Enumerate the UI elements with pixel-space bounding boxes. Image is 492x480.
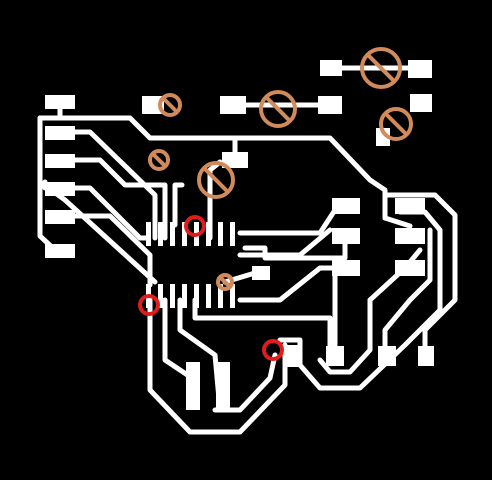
- ic-pin: [146, 222, 151, 246]
- ic-pin: [158, 222, 163, 246]
- ic-pin: [182, 284, 187, 308]
- drill-hole-icon: [259, 90, 297, 128]
- pad: [222, 152, 248, 168]
- drill-hole-icon: [360, 47, 402, 89]
- pad: [395, 198, 425, 214]
- drill-hole-slash: [264, 95, 292, 123]
- drill-hole-slash: [202, 166, 230, 194]
- trace: [317, 297, 373, 375]
- pad: [45, 182, 75, 196]
- pad: [318, 96, 342, 114]
- drill-hole-icon: [216, 273, 234, 291]
- pad: [216, 362, 230, 410]
- ic-pin: [206, 222, 211, 246]
- trace: [237, 227, 333, 258]
- via-marker-icon: [262, 339, 284, 361]
- ic-pin: [170, 222, 175, 246]
- pad: [395, 228, 425, 244]
- drill-hole-ring: [360, 47, 402, 89]
- drill-hole-icon: [148, 149, 170, 171]
- pad: [376, 128, 390, 146]
- trace: [147, 135, 413, 229]
- pad: [252, 266, 270, 280]
- drill-hole-ring: [259, 90, 297, 128]
- trace: [242, 237, 348, 261]
- trace: [382, 192, 458, 358]
- pad: [45, 126, 75, 140]
- pad: [320, 60, 342, 76]
- pad: [45, 154, 75, 168]
- drill-hole-ring: [216, 273, 234, 291]
- drill-hole-slash: [218, 275, 232, 289]
- ic-pin: [230, 222, 235, 246]
- pad: [378, 346, 396, 366]
- ic-pin: [170, 284, 175, 308]
- ic-pin: [206, 284, 211, 308]
- drill-hole-slash: [366, 53, 396, 83]
- trace: [172, 182, 185, 228]
- pad: [220, 96, 246, 114]
- drill-hole-slash: [151, 152, 167, 168]
- pad: [408, 60, 432, 78]
- via-marker-icon: [184, 215, 206, 237]
- drill-hole-ring: [379, 107, 413, 141]
- ic-pin: [230, 284, 235, 308]
- drill-hole-ring: [197, 161, 235, 199]
- ic-pin: [182, 222, 187, 246]
- trace: [382, 227, 433, 353]
- trace: [192, 297, 333, 355]
- ic-pins: [146, 222, 235, 308]
- ic-pin: [158, 284, 163, 308]
- trace: [57, 157, 168, 241]
- pad: [186, 362, 200, 410]
- drill-hole-slash: [161, 96, 179, 114]
- trace: [147, 297, 288, 435]
- ic-pin: [218, 284, 223, 308]
- pad: [45, 95, 75, 109]
- pad: [142, 96, 164, 114]
- drill-hole-ring: [158, 93, 182, 117]
- pad: [332, 260, 360, 276]
- pad: [395, 260, 425, 276]
- pad: [45, 210, 75, 224]
- drill-hole-icon: [379, 107, 413, 141]
- ic-pin: [194, 284, 199, 308]
- pad: [45, 244, 75, 258]
- copper-pads: [45, 60, 434, 410]
- pad: [326, 346, 344, 366]
- drill-hole-slash: [384, 112, 408, 136]
- drill-hole-icon: [158, 93, 182, 117]
- pad: [332, 198, 360, 214]
- pad: [284, 345, 302, 367]
- drill-hole-icon: [197, 161, 235, 199]
- ic-pin: [218, 222, 223, 246]
- pad: [418, 346, 434, 366]
- pad: [410, 94, 432, 112]
- via-marker-icon: [138, 294, 160, 316]
- via-markers: [138, 215, 284, 361]
- drill-hole-ring: [148, 149, 170, 171]
- drill-holes: [148, 47, 413, 291]
- pad: [332, 228, 360, 244]
